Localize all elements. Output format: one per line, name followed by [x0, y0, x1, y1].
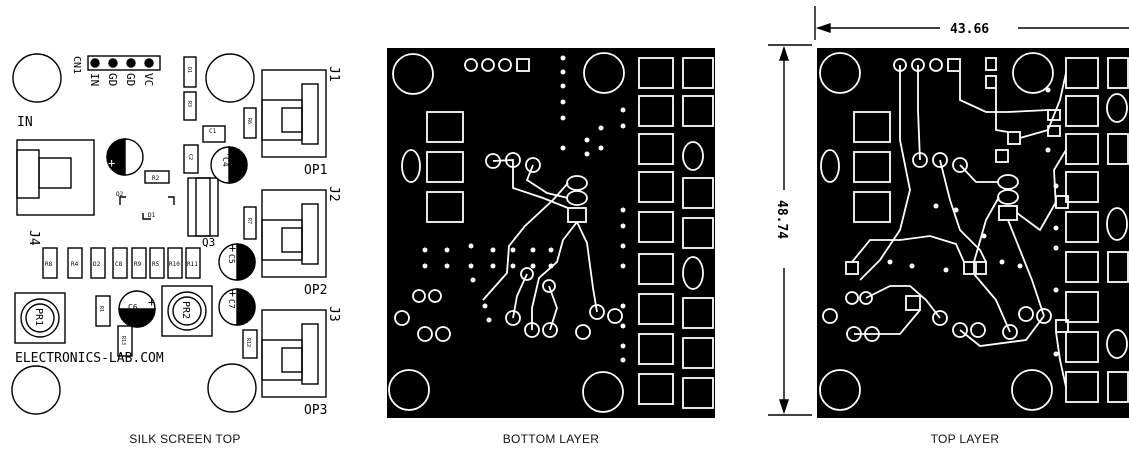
ref-c4: C4 [221, 157, 230, 167]
ref-c7: C7 [227, 299, 236, 309]
ref-pr1: PR1 [33, 308, 44, 326]
pin-label-gd: GD [106, 73, 119, 86]
connector-j4 [16, 139, 95, 216]
ref-pr2: PR2 [180, 301, 191, 319]
ref-r1: R1 [98, 306, 104, 312]
ref-c2: C2 [187, 154, 193, 160]
bottom-board [387, 48, 715, 418]
silk-screen-caption: SILK SCREEN TOP [129, 432, 241, 446]
mounting-hole [12, 53, 62, 103]
j4-label: J4 [26, 230, 41, 246]
height-dimension: 48.74 [774, 200, 789, 239]
trim-pot-pr1 [14, 292, 66, 344]
ref-r10: R10 [169, 261, 180, 268]
pin-label-in: IN [88, 73, 101, 86]
ref-d2: D2 [93, 261, 101, 268]
mounting-hole [205, 53, 255, 103]
ref-r9: R9 [134, 261, 142, 268]
ref-c1: C1 [209, 128, 217, 135]
silk-screen-panel: + + + + + CN1 IN GD GD VC IN J4 J1 J2 J3… [11, 53, 341, 418]
op1-label: OP1 [304, 163, 327, 178]
ref-d1: D1 [186, 67, 192, 73]
mounting-hole [207, 363, 257, 413]
ref-r6: R6 [246, 118, 252, 124]
trim-pot-pr2 [161, 285, 213, 337]
ref-c8: C8 [115, 261, 123, 268]
bottom-layer-caption: BOTTOM LAYER [502, 432, 600, 446]
in-label: IN [17, 115, 33, 130]
ref-d1b: D1 [148, 212, 156, 219]
ref-r13: R13 [120, 336, 126, 345]
header-cn1-label: CN1 [71, 56, 82, 74]
bottom-layer-panel [387, 48, 715, 418]
svg-text:+: + [229, 241, 236, 255]
top-layer-caption: TOP LAYER [930, 432, 1000, 446]
op2-label: OP2 [304, 283, 327, 298]
svg-text:+: + [108, 156, 115, 170]
ref-r7: R7 [246, 218, 252, 224]
ref-c5: C5 [227, 254, 236, 264]
op3-label: OP3 [304, 403, 327, 418]
svg-text:+: + [148, 295, 155, 309]
j3-label: J3 [326, 306, 341, 322]
q3-label: Q3 [202, 236, 215, 249]
pin-label-vc: VC [142, 73, 155, 86]
top-board [817, 48, 1129, 418]
transistor-q3 [187, 177, 219, 237]
mounting-hole [11, 365, 61, 415]
top-layer-panel: 43.66 48.74 [768, 6, 1129, 418]
ref-r8: R8 [45, 261, 53, 268]
ref-r11: R11 [187, 261, 198, 268]
header-outline [87, 55, 161, 71]
j1-label: J1 [326, 66, 341, 82]
ref-r2: R2 [152, 175, 160, 182]
pin-label-gd: GD [124, 73, 137, 86]
ref-c6: C6 [128, 303, 138, 312]
svg-text:+: + [229, 286, 236, 300]
ref-r4: R4 [71, 261, 79, 268]
ref-r5: R5 [152, 261, 160, 268]
ref-r3: R3 [186, 101, 192, 107]
ref-r12: R12 [245, 338, 251, 347]
svg-text:+: + [227, 147, 234, 161]
ref-q2: Q2 [116, 191, 124, 198]
ref-c3: C3 [127, 149, 136, 159]
brand-label: ELECTRONICS-LAB.COM [15, 351, 164, 366]
j2-label: J2 [326, 186, 341, 202]
width-dimension: 43.66 [950, 22, 989, 37]
